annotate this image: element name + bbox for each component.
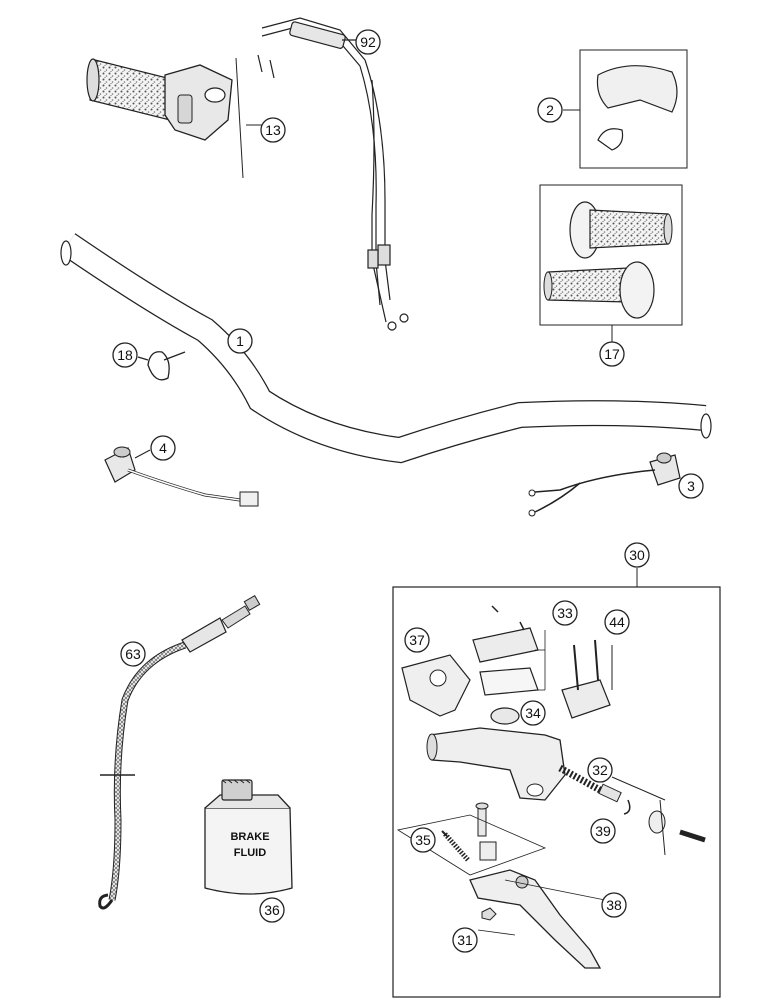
callout-1-label: 1 <box>236 333 244 349</box>
callout-34-label: 34 <box>525 705 541 721</box>
callout-3: 3 <box>678 473 704 499</box>
callout-37-label: 37 <box>409 632 425 648</box>
callout-92-label: 92 <box>360 34 376 50</box>
callout-2-label: 2 <box>546 102 554 118</box>
callout-63-label: 63 <box>125 646 141 662</box>
callout-32-label: 32 <box>592 762 608 778</box>
callout-38: 38 <box>601 892 627 918</box>
callout-18: 18 <box>112 342 138 368</box>
callout-33: 33 <box>552 600 578 626</box>
callout-33-label: 33 <box>557 605 573 621</box>
callout-31-label: 31 <box>457 932 473 948</box>
callout-13: 13 <box>260 117 286 143</box>
callout-34: 34 <box>520 700 546 726</box>
callout-36-label: 36 <box>264 902 280 918</box>
callout-18-label: 18 <box>117 347 133 363</box>
grips-box <box>539 184 683 342</box>
callout-3-label: 3 <box>687 478 695 494</box>
callout-17-label: 17 <box>604 346 620 362</box>
callout-36: 36 <box>259 897 285 923</box>
callout-38-label: 38 <box>606 897 622 913</box>
callout-44: 44 <box>604 609 630 635</box>
grip-cover-box <box>563 49 688 169</box>
callout-31: 31 <box>452 927 478 953</box>
callout-1: 1 <box>227 328 253 354</box>
handlebar <box>60 233 712 464</box>
brake-fluid-label-line2: FLUID <box>234 847 266 859</box>
callout-63: 63 <box>120 641 146 667</box>
callout-92: 92 <box>355 29 381 55</box>
cable-tie <box>137 351 186 381</box>
callout-30: 30 <box>624 542 650 568</box>
callout-4: 4 <box>150 435 176 461</box>
brake-fluid-can: BRAKE FLUID <box>204 779 293 895</box>
callout-4-label: 4 <box>159 440 167 456</box>
brake-fluid-label-line1: BRAKE <box>230 831 269 843</box>
callout-37: 37 <box>404 627 430 653</box>
callout-39: 39 <box>590 818 616 844</box>
callout-39-label: 39 <box>595 823 611 839</box>
left-switch <box>104 446 259 507</box>
right-switch <box>528 452 683 517</box>
throttle-grip-assembly <box>86 57 262 179</box>
master-cylinder-box <box>392 568 721 998</box>
hydraulic-clutch-line <box>98 594 261 910</box>
callout-30-label: 30 <box>629 547 645 563</box>
callout-32: 32 <box>587 757 613 783</box>
callout-44-label: 44 <box>609 614 625 630</box>
callout-35: 35 <box>410 827 436 853</box>
throttle-cables <box>257 17 409 331</box>
callout-2: 2 <box>537 97 563 123</box>
callout-17: 17 <box>599 341 625 367</box>
callout-13-label: 13 <box>265 122 281 138</box>
callout-35-label: 35 <box>415 832 431 848</box>
